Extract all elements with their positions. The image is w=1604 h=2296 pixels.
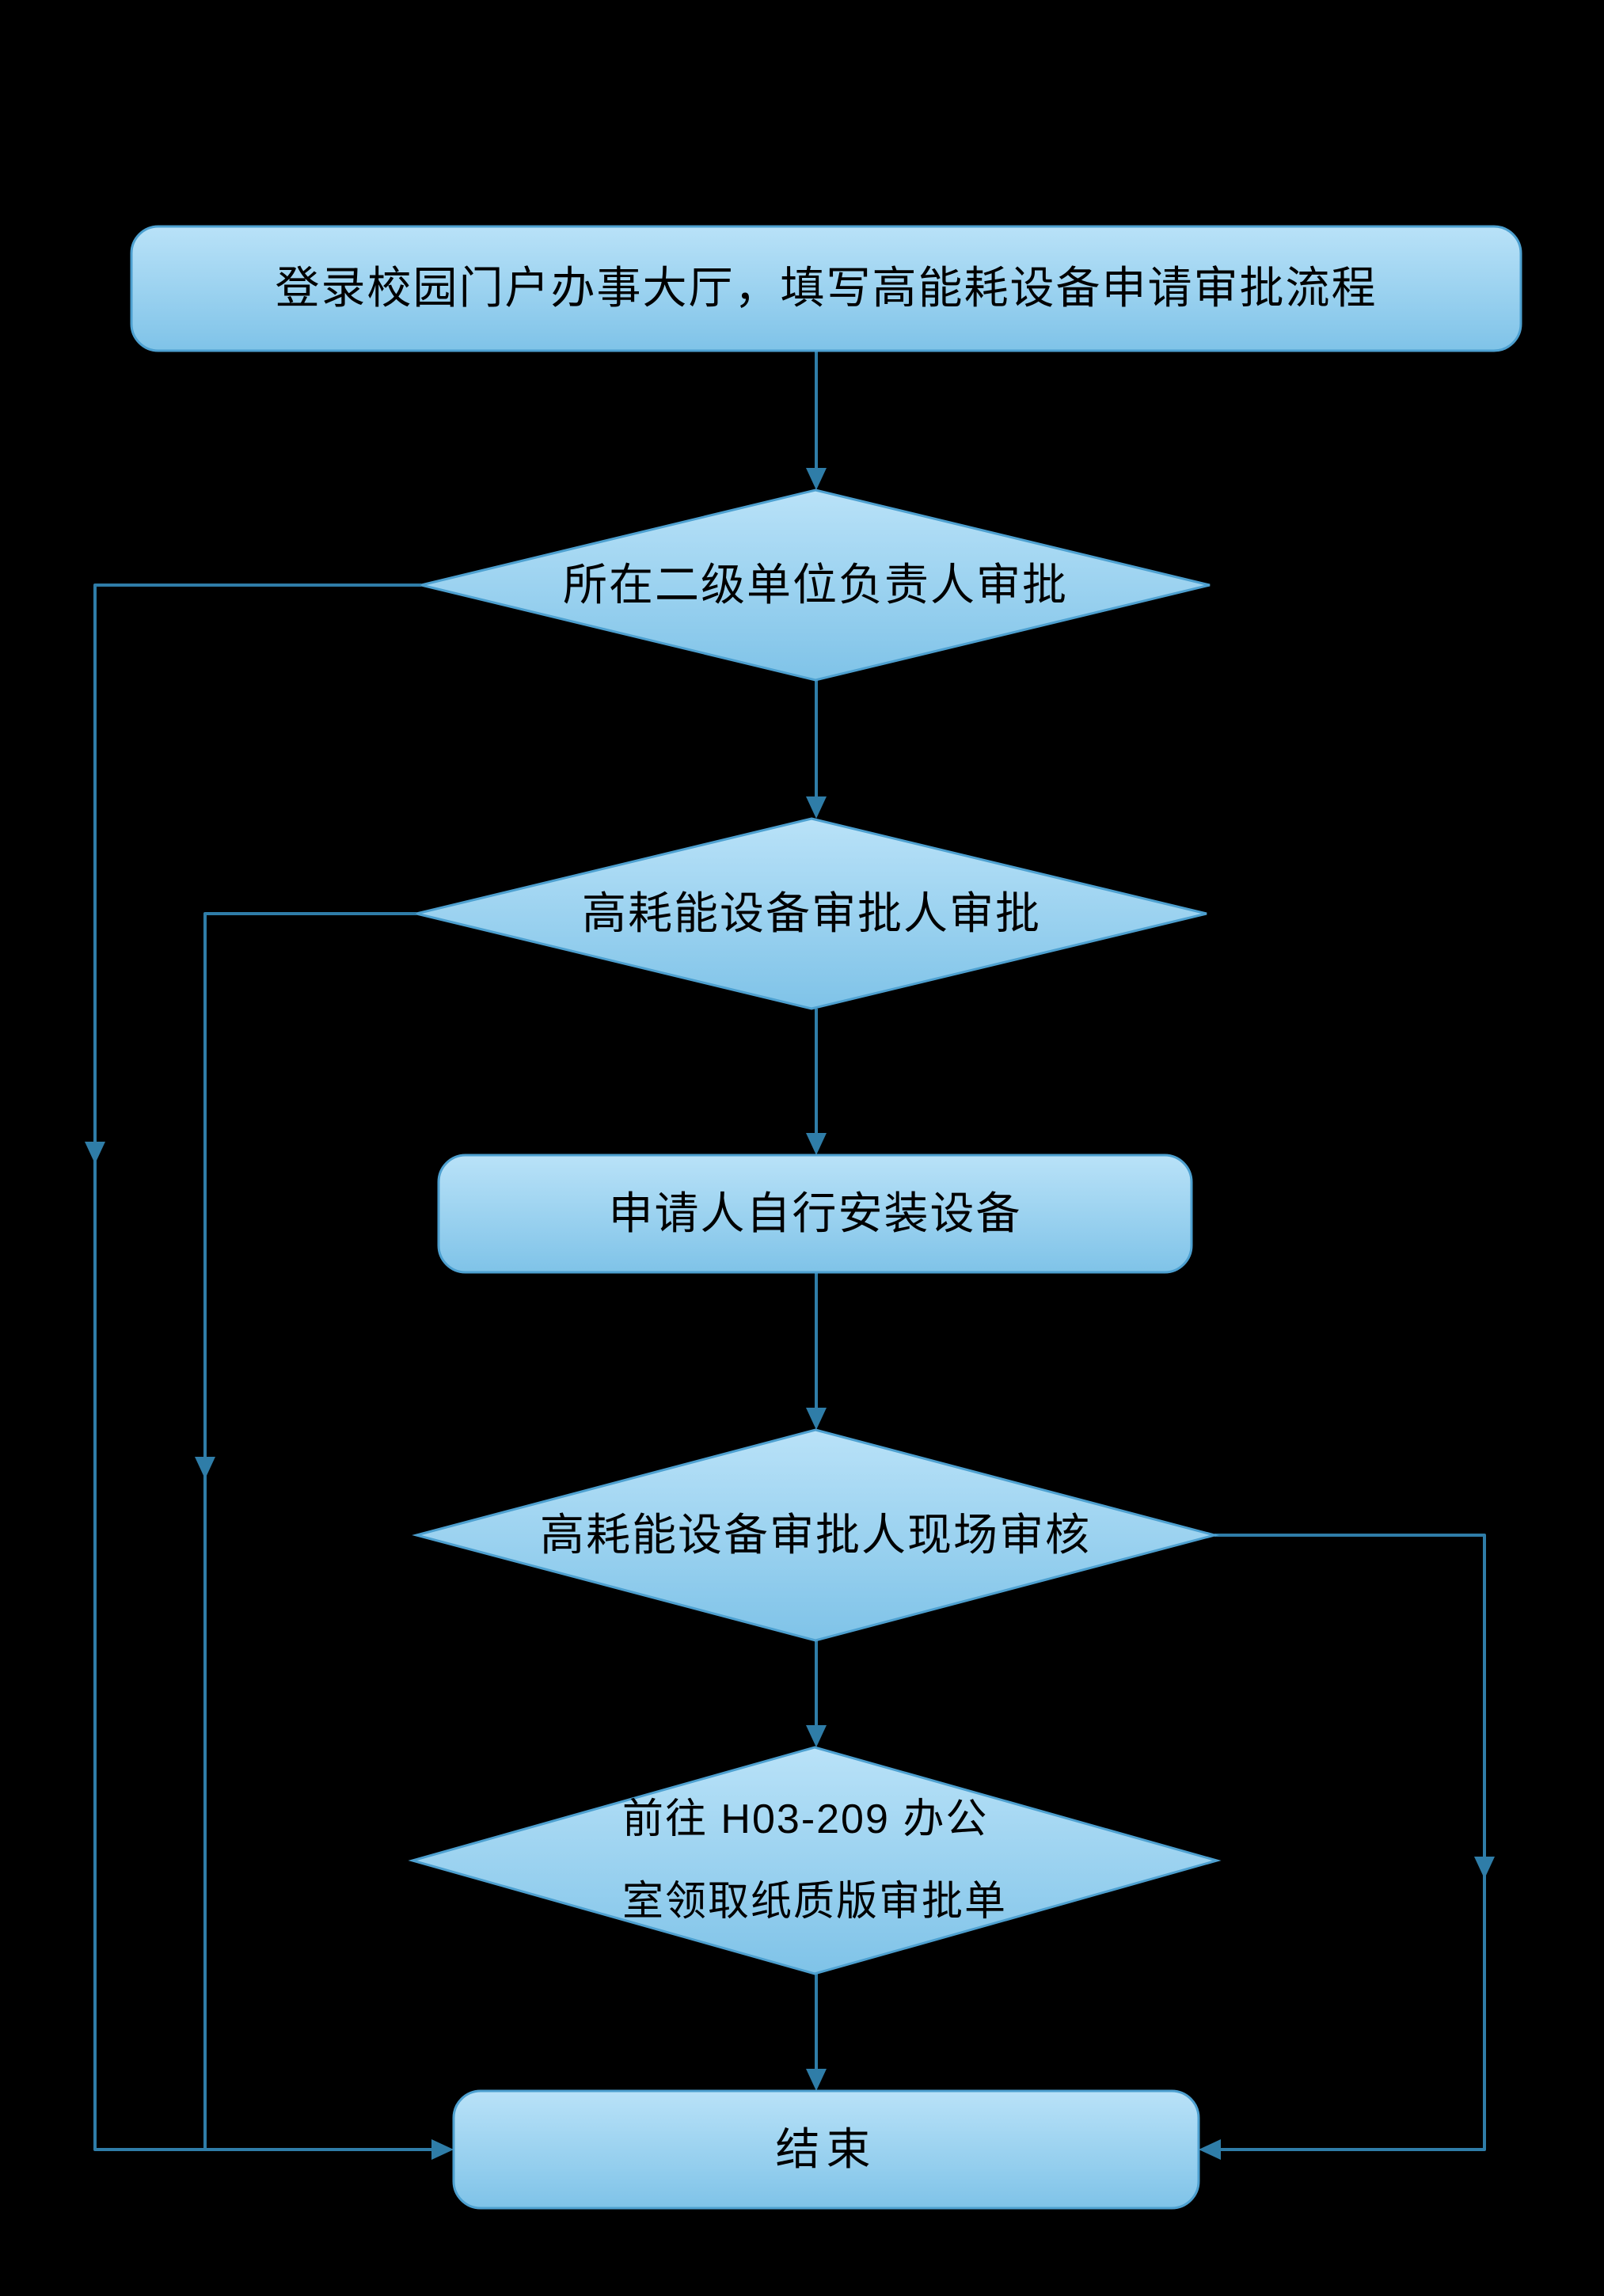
- arrowhead-down-icon: [806, 1408, 827, 1430]
- arrowhead-down-icon: [806, 1133, 827, 1155]
- arrowhead-down-icon: [806, 1725, 827, 1747]
- node-device-approver-review: [416, 817, 1207, 1010]
- arrowhead-down-icon: [1474, 1857, 1495, 1879]
- arrowhead-right-icon: [431, 2139, 454, 2160]
- node-start: [130, 225, 1522, 352]
- arrowhead-down-icon: [806, 468, 827, 490]
- arrowhead-down-icon: [806, 2069, 827, 2091]
- connector-onsite-reject-to-end: [1214, 1534, 1486, 2151]
- arrowhead-down-icon: [195, 1457, 215, 1479]
- arrowhead-down-icon: [806, 796, 827, 819]
- arrowhead-down-icon: [85, 1142, 105, 1164]
- arrowhead-left-icon: [1199, 2139, 1221, 2160]
- node-end: [452, 2089, 1200, 2210]
- connector-approver-reject-to-end: [203, 912, 416, 2150]
- node-collect-form: [408, 1746, 1222, 1975]
- connector-unit-leader-reject-to-end: [93, 584, 433, 2151]
- node-self-install: [437, 1154, 1193, 1274]
- node-onsite-review: [412, 1428, 1219, 1642]
- node-unit-leader-review: [420, 488, 1211, 682]
